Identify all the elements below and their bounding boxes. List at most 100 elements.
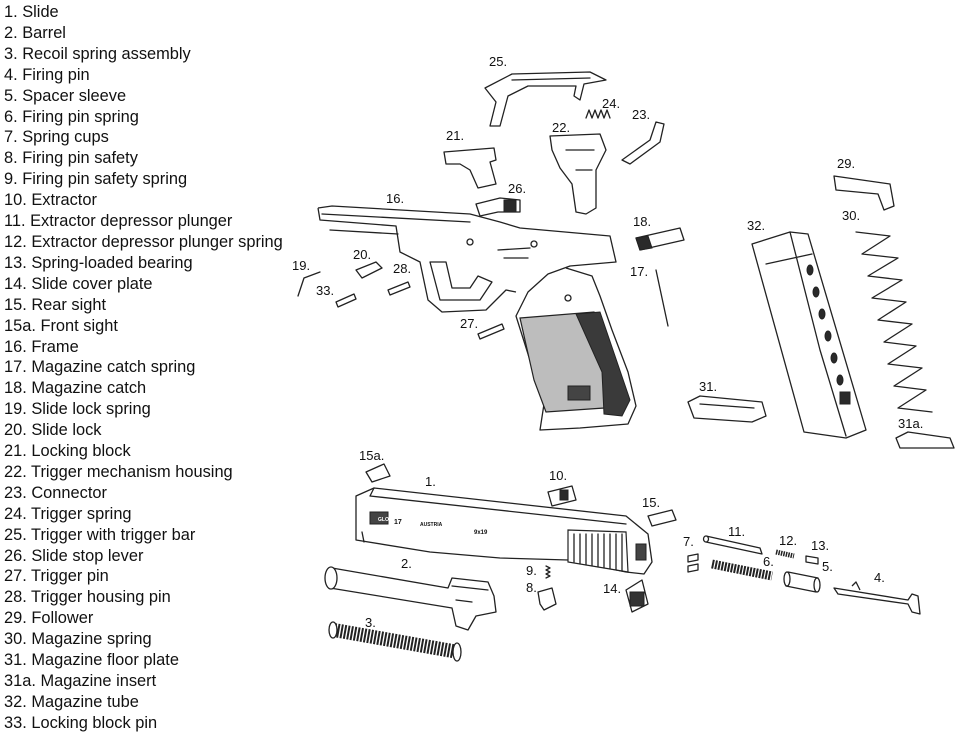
callout-29: 29. <box>837 156 855 171</box>
callout-8: 8. <box>526 580 537 595</box>
magazine-floor-plate-part <box>687 395 767 423</box>
legend-item: 17. Magazine catch spring <box>4 358 196 377</box>
callout-14: 14. <box>603 581 621 596</box>
callout-24: 24. <box>602 96 620 111</box>
firing-pin-safety-spring-part <box>545 565 551 579</box>
legend-item: 24. Trigger spring <box>4 504 132 523</box>
magazine-insert-part <box>895 431 955 449</box>
callout-25: 25. <box>489 54 507 69</box>
legend-item: 15a. Front sight <box>4 316 118 335</box>
slide-lock-spring-part <box>297 271 321 297</box>
legend-item: 30. Magazine spring <box>4 630 152 649</box>
front-sight-part <box>365 463 391 483</box>
legend-item: 28. Trigger housing pin <box>4 588 171 607</box>
slide-model-engraving: 17 <box>394 519 402 526</box>
legend-item: 7. Spring cups <box>4 128 109 147</box>
callout-27: 27. <box>460 316 478 331</box>
callout-31: 31. <box>699 379 717 394</box>
slide-caliber-engraving: 9x19 <box>474 530 488 536</box>
legend-item: 25. Trigger with trigger bar <box>4 525 196 544</box>
callout-21: 21. <box>446 128 464 143</box>
legend-item: 33. Locking block pin <box>4 713 158 732</box>
callout-7: 7. <box>683 534 694 549</box>
callout-6: 6. <box>763 554 774 569</box>
trigger-mechanism-housing-part <box>549 133 607 215</box>
callout-labels: 1. 2. 3. 4. 5. 6. 7. 8. 9. 10. 11. 12. 1… <box>292 54 923 630</box>
callout-31a: 31a. <box>898 416 923 431</box>
legend-item: 4. Firing pin <box>4 65 90 84</box>
extractor-depressor-plunger-part <box>702 535 763 555</box>
callout-23: 23. <box>632 107 650 122</box>
legend-item: 31a. Magazine insert <box>4 672 157 690</box>
callout-4: 4. <box>874 570 885 585</box>
firing-pin-spring-part <box>711 559 773 581</box>
rear-sight-part <box>647 509 677 527</box>
callout-11: 11. <box>728 524 745 539</box>
callout-15a: 15a. <box>359 448 384 463</box>
follower-part <box>833 175 895 211</box>
connector-part <box>621 121 665 165</box>
firing-pin-part <box>833 581 921 615</box>
extractor-part <box>547 485 577 507</box>
callout-9: 9. <box>526 563 537 578</box>
slide-logo-engraving: GLOCK <box>378 517 396 523</box>
callout-15: 15. <box>642 495 660 510</box>
extractor-depressor-plunger-spring-part <box>775 549 795 559</box>
slide-cover-plate-part <box>625 579 649 613</box>
firing-pin-safety-part <box>537 587 557 611</box>
callout-17: 17. <box>630 264 648 279</box>
legend-item: 16. Frame <box>4 337 79 356</box>
legend-item: 19. Slide lock spring <box>4 400 151 419</box>
legend-item: 13. Spring-loaded bearing <box>4 253 193 272</box>
magazine-catch-part <box>635 227 685 251</box>
callout-16: 16. <box>386 191 404 206</box>
trigger-spring-part <box>585 109 611 119</box>
callout-1: 1. <box>425 474 436 489</box>
legend-item: 5. Spacer sleeve <box>4 86 127 105</box>
magazine-catch-spring-part <box>655 269 669 327</box>
callout-20: 20. <box>353 247 371 262</box>
spring-loaded-bearing-part <box>805 555 819 565</box>
legend-item: 6. Firing pin spring <box>4 107 139 126</box>
trigger-pin-part <box>477 323 505 340</box>
spacer-sleeve-part <box>783 571 821 593</box>
legend-item: 14. Slide cover plate <box>4 274 153 293</box>
legend-item: 10. Extractor <box>4 191 97 210</box>
barrel-part <box>324 566 497 631</box>
callout-30: 30. <box>842 208 860 223</box>
trigger-housing-pin-part <box>387 281 411 296</box>
legend-item: 1. Slide <box>4 3 59 21</box>
legend-item: 12. Extractor depressor plunger spring <box>4 232 283 251</box>
legend-item: 9. Firing pin safety spring <box>4 170 188 189</box>
frame-part <box>317 205 637 431</box>
legend-item: 22. Trigger mechanism housing <box>4 462 233 481</box>
legend-item: 15. Rear sight <box>4 295 107 314</box>
callout-28: 28. <box>393 261 411 276</box>
magazine-tube-part <box>751 231 867 439</box>
slide-stop-lever-part <box>475 197 521 217</box>
legend-item: 3. Recoil spring assembly <box>4 44 191 63</box>
legend-item: 29. Follower <box>4 609 94 628</box>
legend-item: 27. Trigger pin <box>4 567 109 586</box>
legend-item: 23. Connector <box>4 483 107 502</box>
callout-26: 26. <box>508 181 526 196</box>
parts-legend: 1. Slide 2. Barrel 3. Recoil spring assemb… <box>4 2 283 734</box>
legend-item: 21. Locking block <box>4 442 131 461</box>
trigger-with-trigger-bar-part <box>484 71 607 127</box>
magazine-spring-part <box>855 231 933 413</box>
callout-33: 33. <box>316 283 334 298</box>
spring-cups-part <box>687 553 699 573</box>
legend-item: 2. Barrel <box>4 23 66 42</box>
locking-block-pin-part <box>335 293 357 308</box>
legend-item: 20. Slide lock <box>4 421 102 440</box>
legend-item: 31. Magazine floor plate <box>4 651 179 670</box>
slide-lock-part <box>355 261 383 279</box>
legend-item: 18. Magazine catch <box>4 379 147 398</box>
callout-18: 18. <box>633 214 651 229</box>
locking-block-part <box>443 147 497 189</box>
recoil-spring-assembly-part <box>328 621 462 662</box>
legend-item: 11. Extractor depressor plunger <box>4 212 233 231</box>
slide-part: GLOCK 17 AUSTRIA 9x19 <box>355 487 653 575</box>
callout-12: 12. <box>779 533 797 548</box>
